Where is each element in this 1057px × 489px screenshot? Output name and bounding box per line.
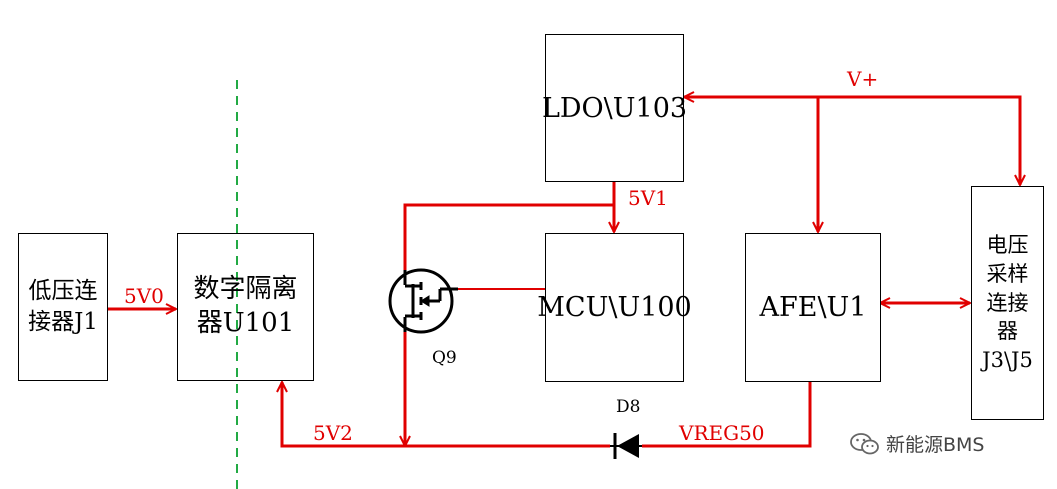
wire-5v2 xyxy=(282,382,610,448)
d8-label: D8 xyxy=(616,397,641,417)
net-label-5v2: 5V2 xyxy=(313,421,353,445)
net-label-5v0: 5V0 xyxy=(124,284,164,308)
afe-block: AFE\U1 xyxy=(745,233,881,382)
watermark: 新能源BMS xyxy=(850,430,985,457)
net-label-5v1: 5V1 xyxy=(628,186,668,210)
mcu-block: MCU\U100 xyxy=(537,233,692,382)
watermark-text: 新能源BMS xyxy=(886,434,985,456)
ldo-label: LDO\U103 xyxy=(541,92,688,124)
wire-5v1-branch xyxy=(403,203,614,270)
voltage-sampling-label: 电压 采样 连接 器 J3\J5 xyxy=(982,232,1033,373)
digital-isolator-label: 数字隔离 器U101 xyxy=(193,274,298,338)
wire-vreg50 xyxy=(642,382,812,448)
q9-mosfet-symbol xyxy=(388,268,458,334)
digital-isolator-block: 数字隔离 器U101 xyxy=(177,233,314,381)
wire-vplus-bus xyxy=(684,97,1020,185)
ldo-block: LDO\U103 xyxy=(541,34,688,182)
net-label-vreg50: VREG50 xyxy=(679,421,765,445)
mcu-label: MCU\U100 xyxy=(537,292,692,323)
wechat-icon xyxy=(850,432,879,454)
d8-diode-symbol xyxy=(610,433,642,459)
voltage-sampling-connector-block: 电压 采样 连接 器 J3\J5 xyxy=(971,186,1044,420)
q9-label: Q9 xyxy=(432,348,457,368)
lv-connector-label: 低压连 接器J1 xyxy=(28,277,98,335)
lv-connector-block: 低压连 接器J1 xyxy=(18,233,108,381)
net-label-vplus: V+ xyxy=(847,67,879,91)
afe-label: AFE\U1 xyxy=(759,292,867,323)
